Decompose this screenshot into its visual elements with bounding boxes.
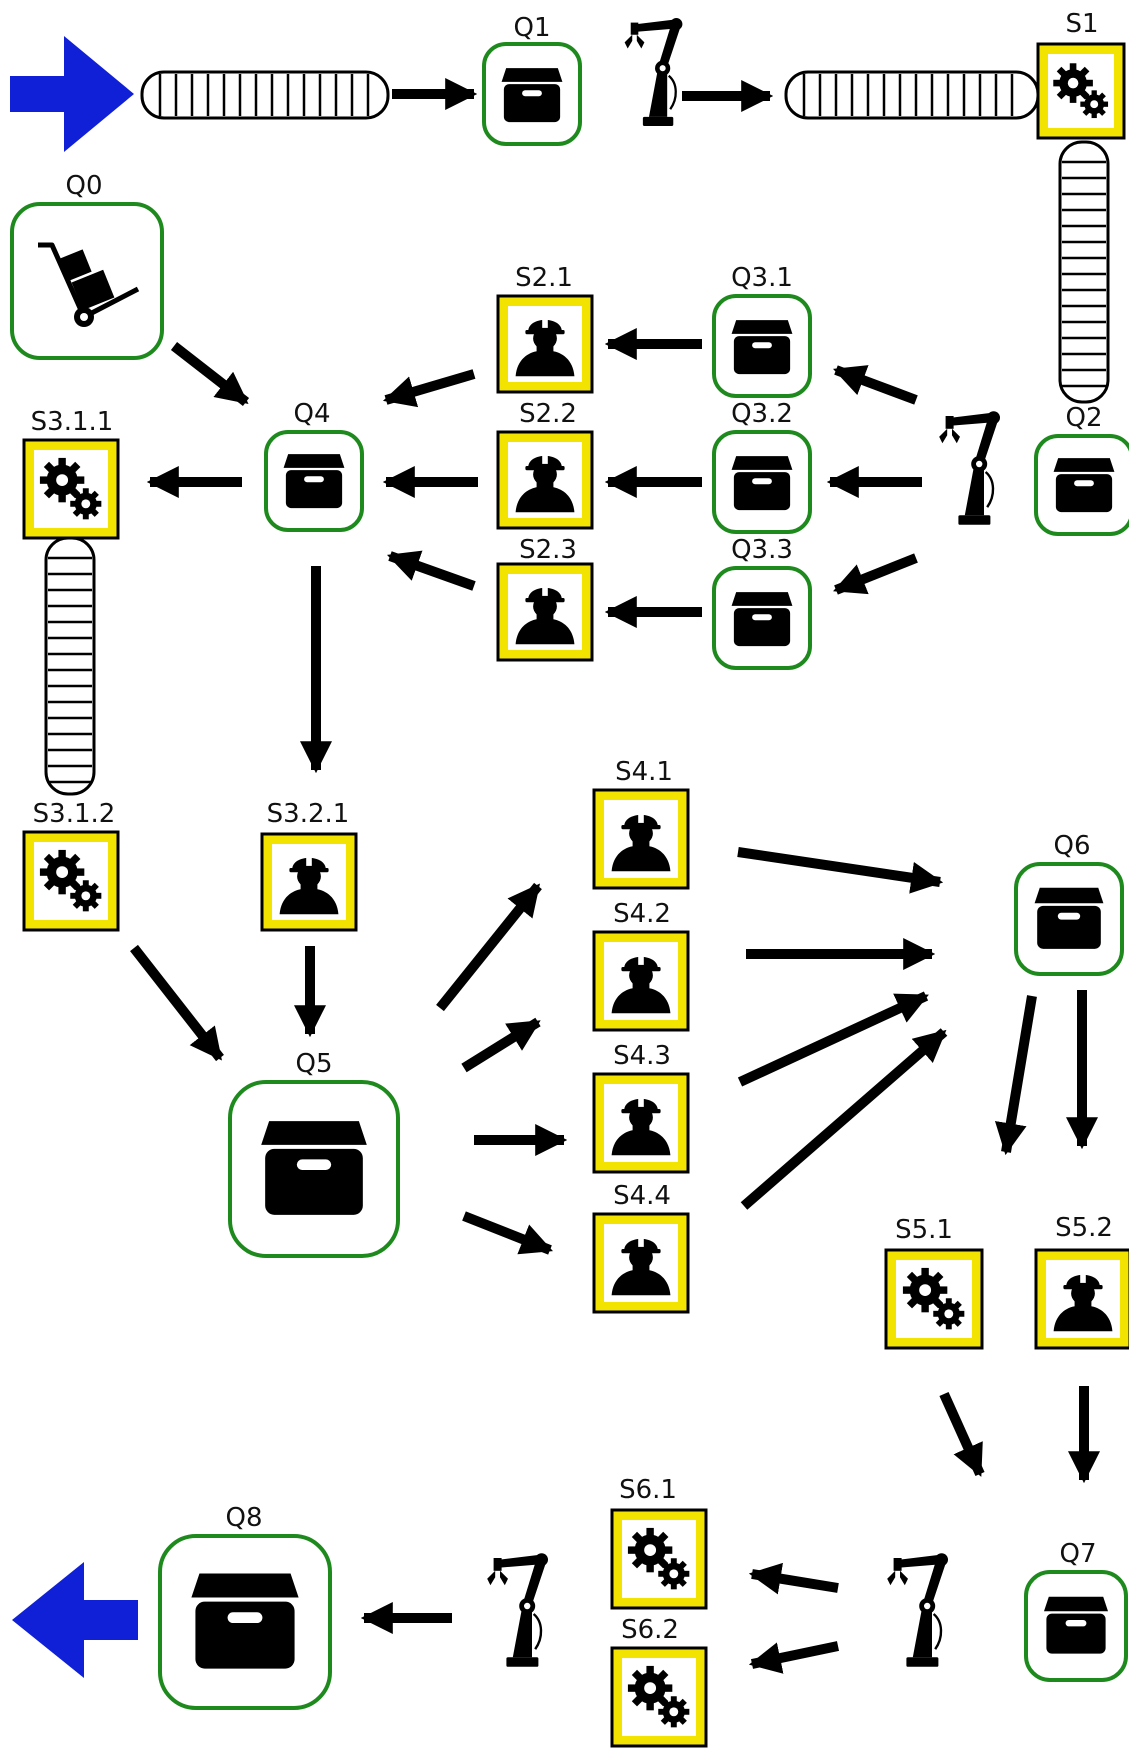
station-label: S2.3 xyxy=(519,535,577,565)
arrow xyxy=(748,1562,839,1595)
queue-label: Q3.1 xyxy=(731,263,793,293)
queue-label: Q2 xyxy=(1065,403,1102,433)
queue-q3-1: Q3.1 xyxy=(712,263,812,398)
arrow xyxy=(939,1391,985,1477)
queue-label: Q8 xyxy=(225,1503,262,1533)
arrow xyxy=(462,1211,553,1255)
arrow xyxy=(170,342,250,406)
station-s2-2: S2.2 xyxy=(496,399,594,530)
station-s6-2: S6.2 xyxy=(610,1615,708,1748)
box-icon xyxy=(1053,458,1115,513)
arrow xyxy=(386,550,476,591)
queue-q8: Q8 xyxy=(158,1503,332,1710)
box-icon xyxy=(731,456,793,511)
queue-q4: Q4 xyxy=(264,399,364,532)
queue-q6: Q6 xyxy=(1014,831,1124,976)
robot-arm-icon xyxy=(885,1551,950,1669)
station-label: S4.2 xyxy=(613,899,671,929)
station-label: S3.1.1 xyxy=(31,407,114,437)
conveyor-right-vertical xyxy=(1058,140,1110,404)
box-icon xyxy=(1044,1596,1108,1654)
box-icon xyxy=(731,592,793,647)
station-s4-3: S4.3 xyxy=(592,1041,690,1174)
station-label: S3.1.2 xyxy=(33,799,116,829)
station-label: S6.2 xyxy=(621,1615,679,1645)
queue-label: Q1 xyxy=(513,13,550,43)
arrow xyxy=(748,1641,840,1674)
box-icon xyxy=(283,454,345,509)
arrow xyxy=(740,1028,948,1210)
station-label: S2.1 xyxy=(515,263,573,293)
input-flow-arrow xyxy=(10,36,134,152)
station-s6-1: S6.1 xyxy=(610,1475,708,1610)
queue-q3-3: Q3.3 xyxy=(712,535,812,670)
robot-arm-icon xyxy=(485,1551,550,1669)
queue-q2: Q2 xyxy=(1034,403,1129,536)
station-label: S2.2 xyxy=(519,399,577,429)
robot-arm-icon xyxy=(623,16,684,128)
robot-arm-icon xyxy=(937,409,1002,527)
station-s4-4: S4.4 xyxy=(592,1181,690,1314)
conveyor-left-vertical xyxy=(44,536,96,796)
station-label: S4.1 xyxy=(615,757,673,787)
station-s5-1: S5.1 xyxy=(884,1215,984,1350)
station-s3-1-1: S3.1.1 xyxy=(22,407,120,540)
queue-label: Q7 xyxy=(1059,1539,1096,1569)
queue-label: Q3.2 xyxy=(731,399,793,429)
arrow xyxy=(436,882,542,1012)
queue-label: Q5 xyxy=(295,1049,332,1079)
station-s4-2: S4.2 xyxy=(592,899,690,1032)
station-label: S5.1 xyxy=(895,1215,953,1245)
box-icon xyxy=(1034,887,1104,949)
box-icon xyxy=(501,68,563,123)
box-icon xyxy=(191,1573,299,1669)
station-s4-1: S4.1 xyxy=(592,757,690,890)
station-s3-1-2: S3.1.2 xyxy=(22,799,120,932)
station-label: S1 xyxy=(1065,9,1098,39)
queue-q7: Q7 xyxy=(1024,1539,1128,1682)
arrow xyxy=(382,369,476,408)
queue-q3-2: Q3.2 xyxy=(712,399,812,534)
station-s3-2-1: S3.2.1 xyxy=(260,799,358,932)
arrow xyxy=(833,365,918,405)
conveyor-top-right xyxy=(784,70,1040,120)
station-label: S5.2 xyxy=(1055,1213,1113,1243)
queue-label: Q6 xyxy=(1053,831,1090,861)
arrow xyxy=(833,553,918,595)
arrow xyxy=(461,1017,541,1073)
station-s1: S1 xyxy=(1036,9,1126,140)
station-label: S4.4 xyxy=(613,1181,671,1211)
queue-q0: Q0 xyxy=(10,171,164,360)
arrow xyxy=(994,995,1037,1156)
station-label: S3.2.1 xyxy=(267,799,350,829)
conveyor-top-left xyxy=(140,70,390,120)
arrow xyxy=(737,991,929,1087)
queue-q1: Q1 xyxy=(482,13,582,146)
queue-label: Q0 xyxy=(65,171,102,201)
queue-q5: Q5 xyxy=(228,1049,400,1258)
connector-arrows xyxy=(130,77,1101,1674)
station-s2-1: S2.1 xyxy=(496,263,594,394)
queue-label: Q3.3 xyxy=(731,535,793,565)
station-label: S6.1 xyxy=(619,1475,677,1505)
box-icon xyxy=(731,320,793,375)
box-icon xyxy=(261,1121,367,1215)
station-s2-3: S2.3 xyxy=(496,535,594,662)
arrow xyxy=(737,847,944,894)
arrow xyxy=(130,944,224,1062)
queue-label: Q4 xyxy=(293,399,330,429)
station-s5-2: S5.2 xyxy=(1034,1213,1129,1350)
output-flow-arrow xyxy=(12,1562,138,1678)
station-label: S4.3 xyxy=(613,1041,671,1071)
